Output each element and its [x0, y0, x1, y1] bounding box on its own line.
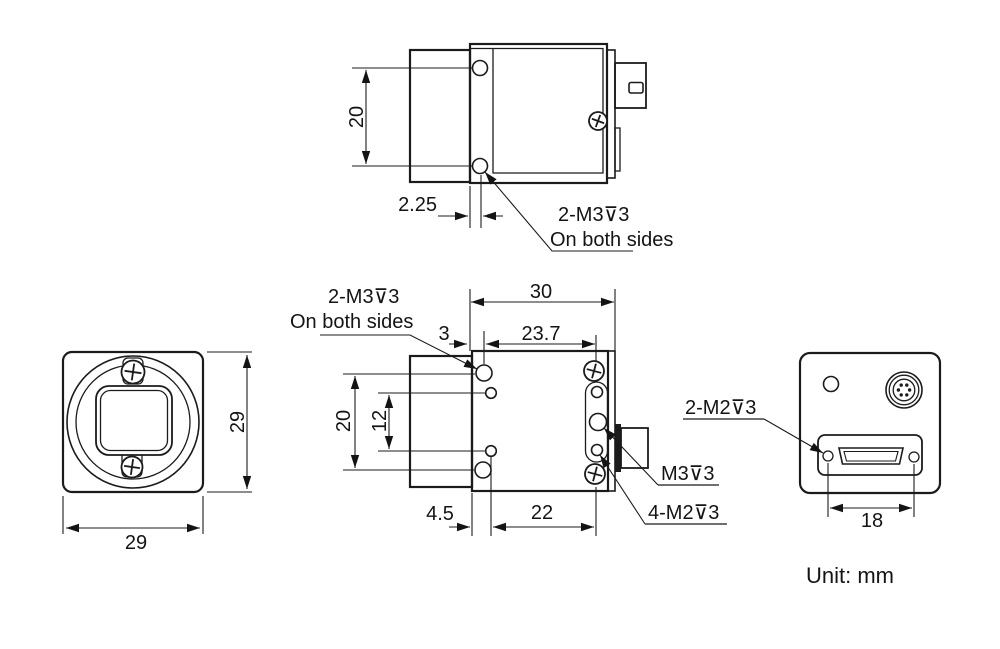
dim-label-front-to-hole-bottom: 4.5 — [426, 503, 454, 525]
data-connector — [838, 447, 904, 465]
unit-note: Unit: mm — [806, 563, 894, 588]
connector-recess — [817, 434, 923, 476]
camera-body-outline — [468, 42, 609, 185]
mount-hole-top — [471, 59, 489, 77]
dim-label-hole-to-hole-bottom: 22 — [531, 502, 553, 524]
thread-note: On both sides — [290, 311, 413, 333]
screw-slot-outline — [584, 381, 609, 463]
dim-label-hole-spacing-inner: 12 — [369, 410, 391, 432]
dim-label-hole-spacing: 18 — [861, 510, 883, 532]
leader-line — [320, 334, 478, 370]
back-plate — [606, 49, 616, 179]
fixing-screw-icon — [120, 455, 144, 479]
leader-line — [484, 171, 633, 252]
m2-hole-right — [908, 451, 920, 463]
m2-mount-hole-top — [484, 386, 498, 400]
m2-hole-back-bottom — [590, 443, 604, 457]
m2-thread-label: 4-M2⊽3 — [648, 502, 719, 524]
lens-barrel-outline — [408, 48, 472, 184]
m2-mount-hole-bottom — [484, 444, 498, 458]
fixing-screw-icon — [583, 360, 605, 382]
sensor-window-outer — [95, 385, 173, 456]
lens-mount-outer-ring — [66, 355, 200, 489]
dim-label-hole-spacing-outer: 20 — [333, 410, 355, 432]
m3-thread-label: M3⊽3 — [661, 463, 715, 485]
dim-label-height: 29 — [227, 411, 249, 433]
leader-line — [603, 427, 659, 486]
thread-note: On both sides — [550, 229, 673, 251]
connector-slot — [628, 81, 644, 94]
power-io-circular-connector — [885, 371, 923, 409]
sensor-window-inner — [99, 389, 169, 452]
back-view: 2-M2⊽3 18 — [683, 351, 942, 532]
back-plate-step — [614, 127, 621, 172]
connector-shadow — [615, 424, 621, 472]
m3-mount-hole-bottom — [474, 461, 492, 479]
dim-label-hole-to-hole: 23.7 — [522, 323, 561, 345]
body-panel-line — [470, 47, 604, 174]
data-connector-inner — [843, 450, 899, 462]
lens-barrel-outline — [408, 354, 474, 489]
fixing-screw-icon — [120, 359, 146, 385]
fixing-screw-icon — [588, 111, 608, 131]
dim-label-depth: 30 — [530, 281, 552, 303]
thread-label: 2-M3⊽3 — [328, 286, 399, 308]
dim-label-front-to-hole: 3 — [438, 323, 449, 345]
fixing-screw-icon — [584, 463, 606, 485]
top-side-view: 20 2.25 2-M3⊽3 On both sides — [346, 42, 673, 252]
m3-mount-hole-top — [475, 364, 493, 382]
front-body-outline — [61, 350, 205, 494]
m2-hole-back-top — [590, 385, 604, 399]
m2-hole-left — [822, 450, 834, 462]
leader-line — [763, 418, 824, 454]
mount-hole-bottom — [471, 157, 489, 175]
back-body-outline — [798, 351, 942, 495]
thread-label: 2-M3⊽3 — [558, 204, 629, 226]
front-view: 29 29 — [61, 350, 252, 554]
indicator-hole — [822, 375, 840, 393]
thread-label: 2-M2⊽3 — [685, 397, 756, 419]
dim-label-front-to-hole: 2.25 — [398, 194, 437, 216]
io-connector — [614, 62, 647, 109]
side-view: 20 12 30 3 23.7 4.5 22 2-M3⊽3 On both si… — [290, 281, 727, 536]
leader-line — [599, 454, 646, 525]
io-connector — [620, 427, 649, 469]
dim-label-width: 29 — [125, 532, 147, 554]
dim-label-hole-spacing: 20 — [346, 106, 368, 128]
m3-hole-back — [588, 412, 608, 432]
